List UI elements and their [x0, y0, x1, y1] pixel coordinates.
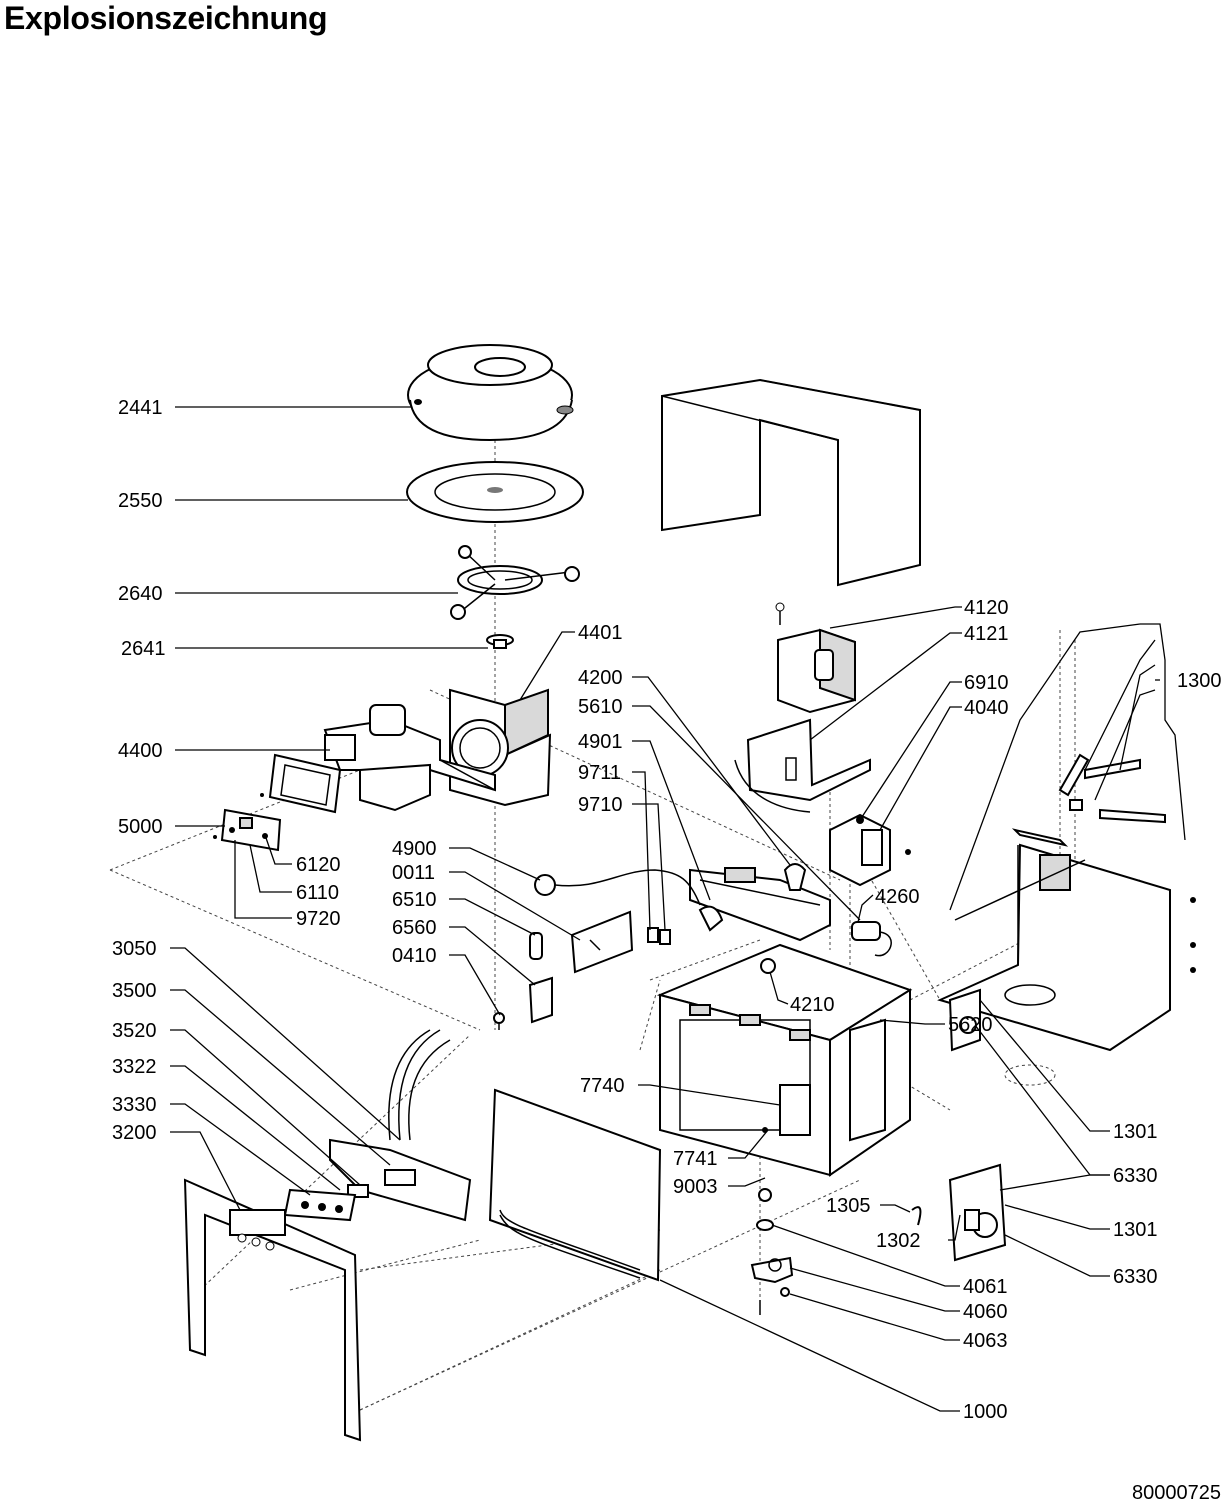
label-2641: 2641	[121, 638, 166, 660]
part-3050-ribbon-cable	[388, 1029, 451, 1141]
label-6330-upper: 6330	[1113, 1165, 1158, 1187]
label-4120: 4120	[964, 597, 1009, 619]
part-6120-filter	[260, 753, 342, 814]
part-main-cavity	[656, 943, 913, 1177]
part-4040-capacitor	[829, 813, 911, 887]
label-5000: 5000	[118, 816, 163, 838]
part-antenna-disc	[1004, 1064, 1056, 1086]
label-4063: 4063	[963, 1330, 1008, 1352]
part-5000-circuit-board	[213, 808, 282, 852]
part-1302-switch	[911, 1206, 922, 1226]
label-4121: 4121	[964, 623, 1009, 645]
label-2550: 2550	[118, 490, 163, 512]
label-9710: 9710	[578, 794, 623, 816]
label-1305: 1305	[826, 1195, 871, 1217]
leader-lines	[170, 406, 1186, 1412]
label-6330-lower: 6330	[1113, 1266, 1158, 1288]
label-3520: 3520	[112, 1020, 157, 1042]
label-4260: 4260	[875, 886, 920, 908]
part-4401-motor-bracket	[449, 688, 552, 807]
label-4060: 4060	[963, 1301, 1008, 1323]
label-6120: 6120	[296, 854, 341, 876]
part-6510-fuse	[529, 932, 543, 960]
label-4061: 4061	[963, 1276, 1008, 1298]
label-1301-upper: 1301	[1113, 1121, 1158, 1143]
label-4210: 4210	[790, 994, 835, 1016]
label-6110: 6110	[296, 882, 339, 904]
label-3500: 3500	[112, 980, 157, 1002]
part-housing-cover	[661, 378, 921, 587]
part-0011-shield	[570, 910, 634, 974]
part-4260-diode	[851, 921, 892, 957]
part-4900-cable	[534, 869, 701, 906]
label-5610: 5610	[578, 696, 623, 718]
part-1000-door	[488, 1088, 662, 1282]
part-number-labels: 2441 2550 2640 2641 4400 4401 5000 6120 …	[112, 397, 1222, 1423]
label-4401: 4401	[578, 622, 623, 644]
label-3200: 3200	[112, 1122, 157, 1144]
label-2640: 2640	[118, 583, 163, 605]
label-4901: 4901	[578, 731, 623, 753]
label-9003: 9003	[673, 1176, 718, 1198]
part-2441-turntable-cover	[407, 344, 574, 442]
label-4900: 4900	[392, 838, 437, 860]
part-1301-switch-holder-lower	[948, 1163, 1007, 1262]
label-3330: 3330	[112, 1094, 157, 1116]
label-7740: 7740	[580, 1075, 625, 1097]
page-title: Explosionszeichnung	[4, 0, 328, 36]
part-4060-turntable-motor	[750, 1188, 794, 1315]
part-4120-transformer	[775, 602, 856, 714]
label-1000: 1000	[963, 1401, 1008, 1423]
part-3500-control-board	[329, 1138, 472, 1222]
label-2441: 2441	[118, 397, 163, 419]
label-9720: 9720	[296, 908, 341, 930]
label-1301-lower: 1301	[1113, 1219, 1158, 1241]
label-6910: 6910	[964, 672, 1009, 694]
label-6510: 6510	[392, 889, 437, 911]
label-1302: 1302	[876, 1230, 921, 1252]
part-2640-roller-ring	[450, 545, 580, 620]
label-3322: 3322	[112, 1056, 157, 1078]
label-4040: 4040	[964, 697, 1009, 719]
part-waveguide-assembly	[647, 863, 831, 945]
label-4200: 4200	[578, 667, 623, 689]
part-2550-glass-plate	[406, 461, 584, 523]
label-9711: 9711	[578, 762, 621, 784]
part-3200-front-frame	[183, 1178, 362, 1442]
label-5620: 5620	[948, 1014, 993, 1036]
part-0410-screw	[493, 1012, 505, 1030]
label-4400: 4400	[118, 740, 163, 762]
label-1300: 1300	[1177, 670, 1222, 692]
part-3330-keypad	[283, 1188, 357, 1222]
label-0011: 0011	[392, 862, 435, 884]
label-7741: 7741	[673, 1148, 718, 1170]
part-4400-stirrer-motor	[323, 704, 496, 812]
part-1301-switch-holder-upper	[948, 988, 981, 1052]
label-3050: 3050	[112, 938, 157, 960]
document-number: 80000725	[1132, 1482, 1221, 1504]
part-2641-coupler	[486, 634, 514, 649]
label-0410: 0410	[392, 945, 437, 967]
part-4121-transformer-bracket	[734, 718, 871, 813]
label-6560: 6560	[392, 917, 437, 939]
part-6560-fuse-holder	[528, 976, 553, 1024]
